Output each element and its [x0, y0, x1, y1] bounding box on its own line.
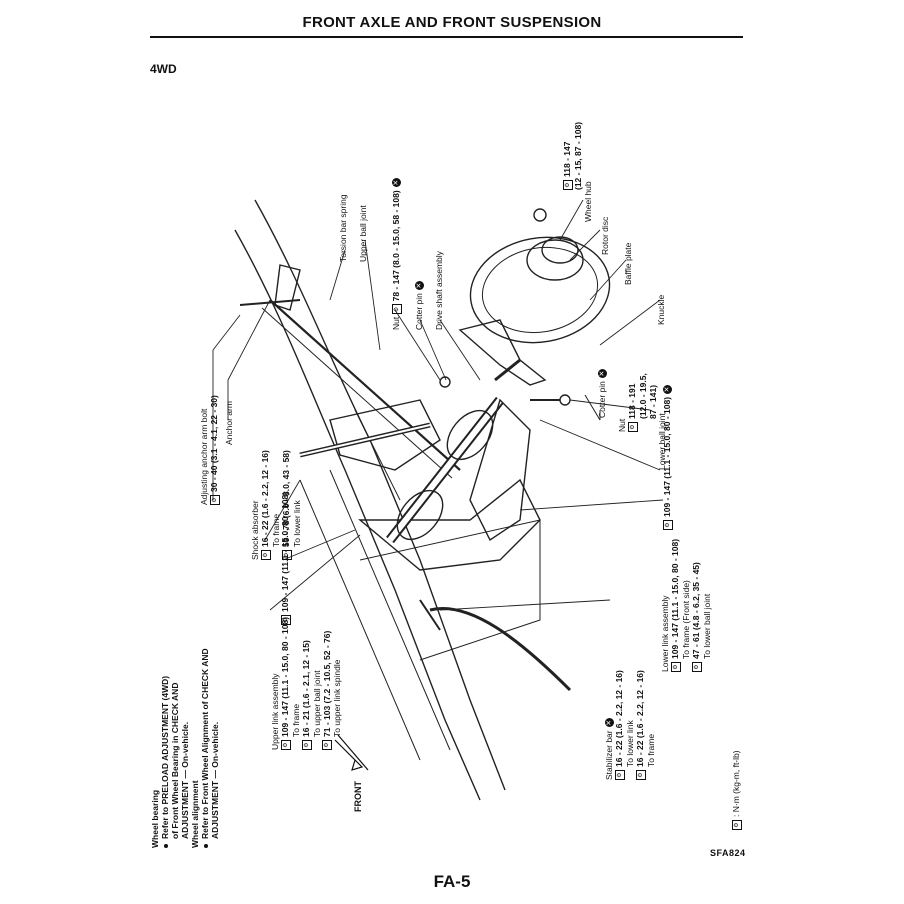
replace-x-icon: ✕ [392, 178, 402, 188]
label-torsion-bar: Torsion bar spring [338, 194, 348, 262]
torque-wrench-icon: ⚙ [691, 662, 702, 672]
torque-wrench-icon: ⚙ [301, 740, 312, 750]
label-stabilizer-bar: Stabilizer bar✕ ⚙16 - 22 (1.6 - 2.2, 12 … [604, 670, 656, 780]
figure-code: SFA824 [710, 848, 746, 858]
bullet-icon [163, 844, 168, 848]
replace-x-icon: ✕ [415, 281, 425, 291]
replace-x-icon: ✕ [663, 384, 673, 394]
torque-legend: ⚙: N·m (kg-m, ft-lb) [731, 750, 742, 830]
notes-block: Wheel bearing Refer to PRELOAD ADJUSTMEN… [150, 648, 220, 848]
wheel-alignment-line2: ADJUSTMENT — On-vehicle. [210, 721, 220, 839]
label-lower-link: Lower link assembly ⚙109 - 147 (11.1 - 1… [660, 538, 712, 672]
label-cotter-pin: Cotter pin✕ [414, 281, 425, 330]
torque-wrench-icon: ⚙ [635, 770, 646, 780]
section-label: 4WD [150, 62, 177, 76]
label-anchor-arm: Anchor arm [224, 401, 234, 445]
label-cotter-pin-2: Cotter pin✕ [597, 369, 608, 418]
torque-wrench-icon: ⚙ [280, 740, 291, 750]
torque-wrench-icon: ⚙ [562, 180, 573, 190]
torque-wrench-icon: ⚙ [615, 770, 625, 780]
wheel-bearing-line1: Refer to PRELOAD ADJUSTMENT (4WD) [160, 675, 170, 839]
label-drive-shaft: Drive shaft assembly [434, 251, 444, 330]
torque-wrench-icon: ⚙ [670, 662, 681, 672]
label-shock-absorber: Shock absorber ⚙16 - 22 (1.6 - 2.2, 12 -… [250, 450, 302, 560]
wheel-bearing-heading: Wheel bearing [150, 789, 160, 848]
label-front: FRONT [353, 781, 363, 812]
title-rule [150, 36, 743, 38]
torque-wrench-icon: ⚙ [391, 304, 402, 315]
replace-x-icon: ✕ [598, 369, 608, 379]
label-adjusting-bolt: Adjusting anchor arm bolt ⚙30 - 40 (3.1 … [199, 395, 220, 505]
torque-wrench-icon: ⚙ [662, 520, 673, 530]
replace-x-icon: ✕ [605, 718, 615, 728]
label-hub-torque: ⚙118 - 147 (12 - 15, 87 - 108) [562, 121, 583, 190]
label-baffle-plate: Baffle plate [623, 242, 633, 285]
label-knuckle: Knuckle [656, 294, 666, 325]
label-nut: Nut ⚙78 - 147 (8.0 - 15.0, 58 - 108)✕ [391, 178, 402, 330]
label-lower-ball-joint-nut: Nut ⚙118 - 191 (12.0 - 19.5, 87 - 141) [617, 373, 658, 432]
torque-wrench-icon: ⚙ [209, 495, 220, 505]
wheel-bearing-line2: of Front Wheel Bearing in CHECK AND [170, 682, 180, 839]
label-upper-ball-joint: Upper ball joint [358, 205, 368, 262]
page-number: FA-5 [433, 872, 471, 891]
label-upper-link: Upper link assembly ⚙109 - 147 (11.1 - 1… [270, 616, 343, 750]
label-upper-link-top-torque: ⚙109 - 147 (11.1 - 15.0, 80 - 108) [280, 492, 291, 625]
label-rotor-disc: Rotor disc [600, 216, 610, 255]
torque-wrench-icon: ⚙ [731, 820, 742, 830]
bullet-icon [203, 844, 208, 848]
torque-wrench-icon: ⚙ [627, 422, 638, 432]
label-lower-link-top-torque: ⚙109 - 147 (11.1 - 15.0, 80 - 108)✕ [662, 384, 673, 530]
wheel-bearing-line3: ADJUSTMENT — On-vehicle. [180, 721, 190, 839]
page-title: FRONT AXLE AND FRONT SUSPENSION [302, 14, 602, 31]
wheel-alignment-line1: Refer to Front Wheel Alignment of CHECK … [200, 648, 210, 839]
torque-wrench-icon: ⚙ [260, 550, 271, 560]
wheel-alignment-heading: Wheel alignment [190, 780, 200, 848]
label-wheel-hub: Wheel hub [583, 181, 593, 222]
torque-wrench-icon: ⚙ [322, 740, 333, 750]
